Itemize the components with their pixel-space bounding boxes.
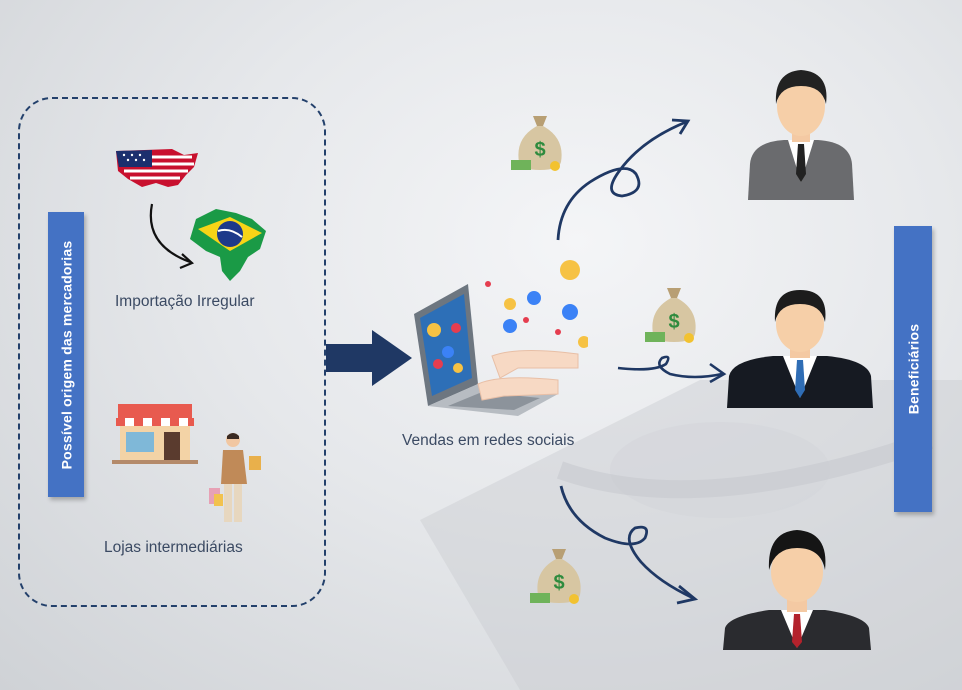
origin-group-box xyxy=(18,97,326,607)
usa-map-icon xyxy=(116,149,198,187)
shopper-icon xyxy=(209,433,261,522)
money-bag-icon: $ xyxy=(511,116,562,171)
origin-vertical-label: Possível origem das mercadorias xyxy=(48,212,84,497)
businessman-icon xyxy=(723,530,871,650)
social-sales-caption: Vendas em redes sociais xyxy=(402,432,575,449)
money-bag-icon: $ xyxy=(530,549,581,604)
import-caption: Importação Irregular xyxy=(115,293,255,310)
brazil-map-icon xyxy=(190,209,266,281)
beneficiaries-vertical-label: Beneficiários xyxy=(894,226,932,512)
laptop-social-icon xyxy=(414,260,588,416)
loop-arrow-up-icon xyxy=(556,118,691,241)
businessman-icon xyxy=(748,70,854,200)
loop-arrow-down-icon xyxy=(559,485,699,605)
svg-text:$: $ xyxy=(553,572,564,594)
import-arrow-icon xyxy=(149,203,195,270)
loop-arrow-middle-icon xyxy=(617,355,727,384)
businessman-icon xyxy=(727,290,873,408)
svg-text:$: $ xyxy=(534,139,545,161)
stores-caption: Lojas intermediárias xyxy=(104,539,243,556)
store-icon xyxy=(112,404,198,464)
svg-text:$: $ xyxy=(668,311,679,333)
flow-arrow-icon xyxy=(326,330,412,386)
money-bag-icon: $ xyxy=(645,288,696,343)
